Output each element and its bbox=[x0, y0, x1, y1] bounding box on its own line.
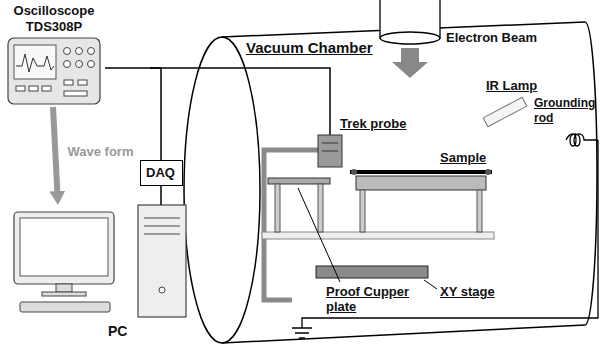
monitor-base bbox=[42, 292, 86, 296]
holder-leg bbox=[360, 190, 365, 232]
trek-probe bbox=[318, 135, 342, 167]
button bbox=[29, 86, 38, 91]
oscilloscope: Oscilloscope TDS308P bbox=[5, 3, 105, 107]
button bbox=[64, 91, 87, 96]
bolt bbox=[485, 169, 491, 175]
node-label: PC bbox=[108, 323, 127, 339]
grounding-rod bbox=[566, 134, 598, 146]
chamber-label: Vacuum Chamber bbox=[246, 40, 373, 55]
knob bbox=[88, 61, 95, 68]
probe-bracket bbox=[264, 150, 318, 300]
oscilloscope-body bbox=[8, 38, 100, 104]
button bbox=[16, 86, 25, 91]
ir-lamp bbox=[483, 97, 527, 126]
sample-plate bbox=[356, 176, 486, 190]
connector bbox=[53, 107, 57, 191]
stand-leg bbox=[318, 184, 323, 232]
part-label: Grounding rod bbox=[534, 96, 598, 126]
oscilloscope-screen bbox=[14, 45, 56, 79]
knob bbox=[64, 48, 71, 55]
ground-symbol bbox=[295, 332, 309, 334]
power-button bbox=[159, 287, 165, 293]
ground-symbol bbox=[292, 327, 312, 329]
keyboard bbox=[20, 302, 110, 312]
drive-slot bbox=[144, 234, 180, 235]
part-label: XY stage bbox=[440, 284, 495, 299]
connector bbox=[160, 186, 162, 205]
signal-wire bbox=[150, 68, 330, 135]
daq-box: DAQ bbox=[140, 160, 183, 186]
pc-tower bbox=[138, 205, 186, 317]
probe-detail bbox=[322, 143, 338, 144]
xy-stage bbox=[316, 266, 428, 278]
bolt bbox=[351, 169, 357, 175]
knob bbox=[76, 48, 83, 55]
drive-slot bbox=[144, 218, 180, 219]
probe-detail bbox=[322, 151, 338, 152]
monitor-screen bbox=[20, 218, 108, 276]
node-label: DAQ bbox=[146, 165, 175, 181]
part-label: IR Lamp bbox=[486, 78, 537, 93]
monitor-stand bbox=[56, 284, 72, 292]
beam-arrow bbox=[392, 48, 428, 78]
edge-label: Wave form bbox=[66, 144, 136, 159]
stand-leg bbox=[275, 184, 280, 232]
electron-gun-base bbox=[380, 32, 440, 44]
leader-line bbox=[424, 280, 437, 289]
part-label: Sample bbox=[440, 150, 486, 165]
knob bbox=[88, 48, 95, 55]
node-label: Oscilloscope TDS308P bbox=[5, 3, 103, 35]
knob bbox=[64, 61, 71, 68]
sample-frame bbox=[350, 170, 492, 174]
holder-leg bbox=[477, 190, 482, 232]
button bbox=[64, 80, 73, 85]
base-shelf bbox=[262, 232, 494, 239]
knob bbox=[76, 61, 83, 68]
electron-beam-gun: Electron Beam bbox=[376, 0, 558, 48]
chamber-front-end bbox=[184, 37, 260, 343]
ground-symbol bbox=[299, 337, 305, 339]
proof-copper-plate bbox=[268, 178, 330, 184]
part-label: Proof Cupper plate bbox=[326, 284, 422, 314]
monitor bbox=[14, 212, 114, 284]
waveform-trace bbox=[16, 54, 54, 72]
drive-slot bbox=[144, 226, 180, 227]
pc: PC bbox=[8, 205, 198, 345]
chamber-bottom-edge bbox=[222, 325, 585, 343]
part-label: Trek probe bbox=[340, 116, 406, 131]
button bbox=[78, 80, 87, 85]
leader-line bbox=[298, 188, 340, 282]
node-label: Electron Beam bbox=[446, 30, 537, 46]
button bbox=[42, 86, 51, 91]
chamber-back-end bbox=[585, 22, 597, 325]
ground-wire bbox=[302, 140, 598, 328]
